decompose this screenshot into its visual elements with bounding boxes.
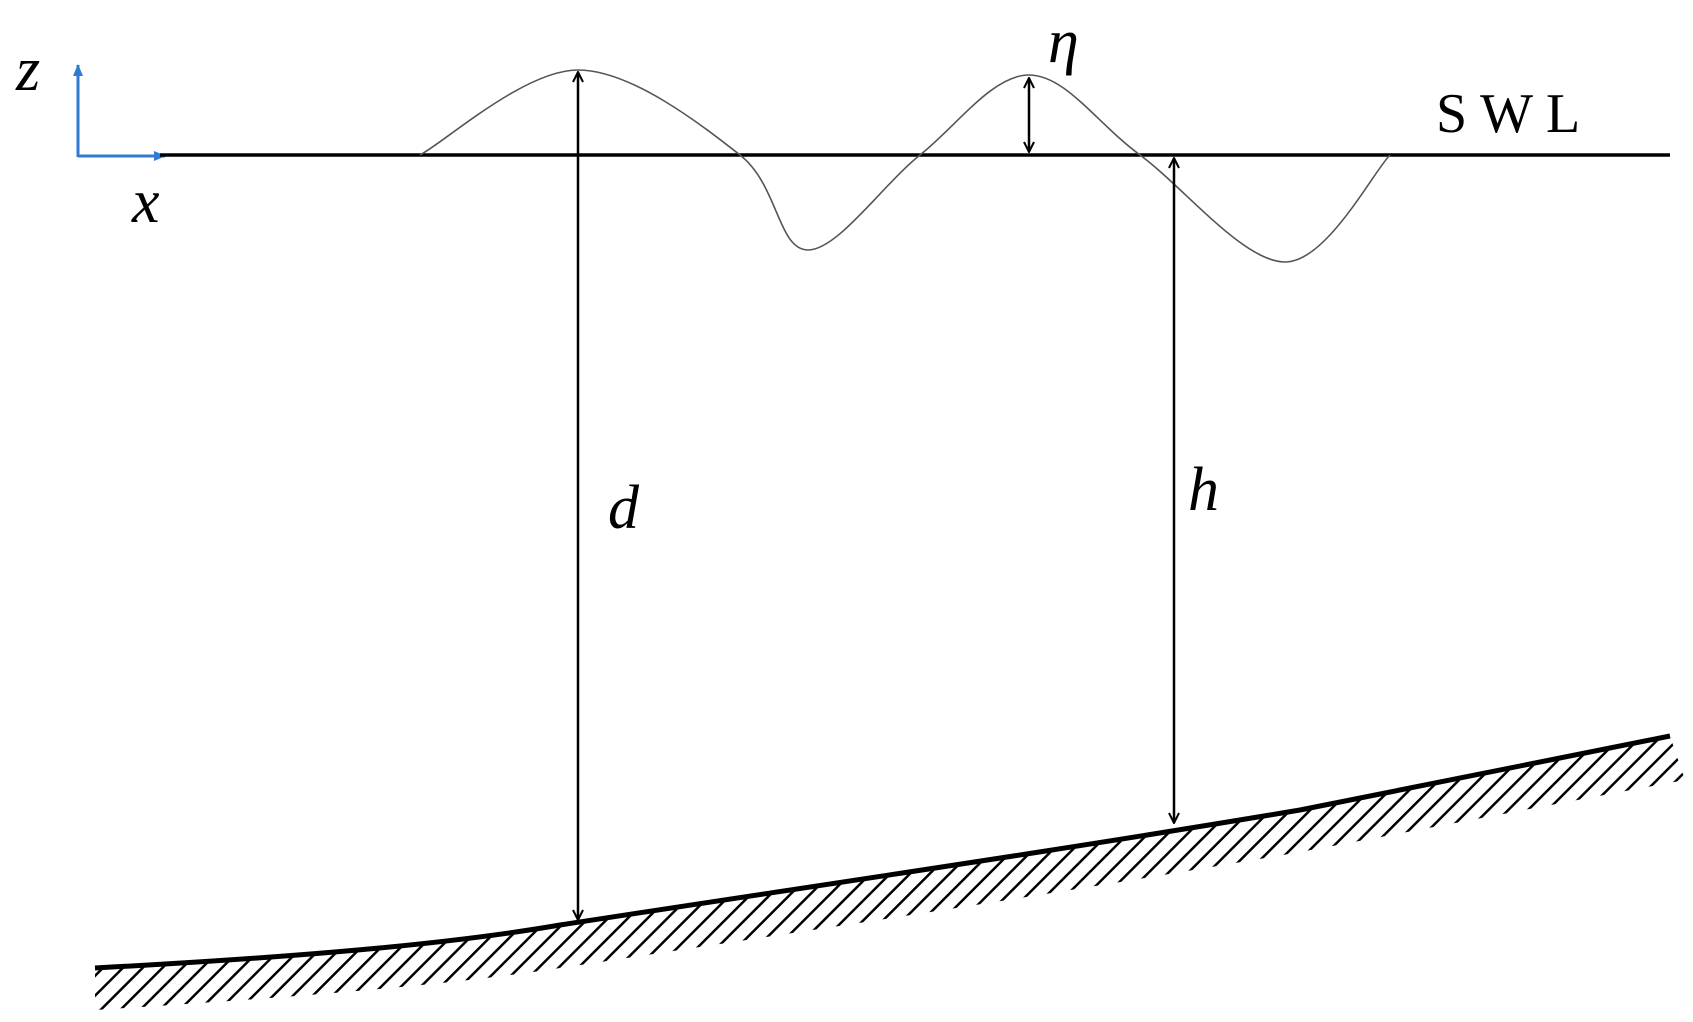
depth-h-label: h (1188, 456, 1219, 524)
depth-d-label: d (608, 474, 640, 542)
coordinate-axes: z x (15, 36, 166, 236)
x-axis-label: x (131, 168, 160, 236)
wave-surface-profile (419, 69, 1391, 263)
z-axis-label: z (15, 36, 40, 104)
seabed-line (94, 733, 1671, 971)
swl-label: S W L (1436, 83, 1580, 145)
eta-label: η (1048, 8, 1079, 76)
seabed-hatching (95, 736, 1685, 1010)
